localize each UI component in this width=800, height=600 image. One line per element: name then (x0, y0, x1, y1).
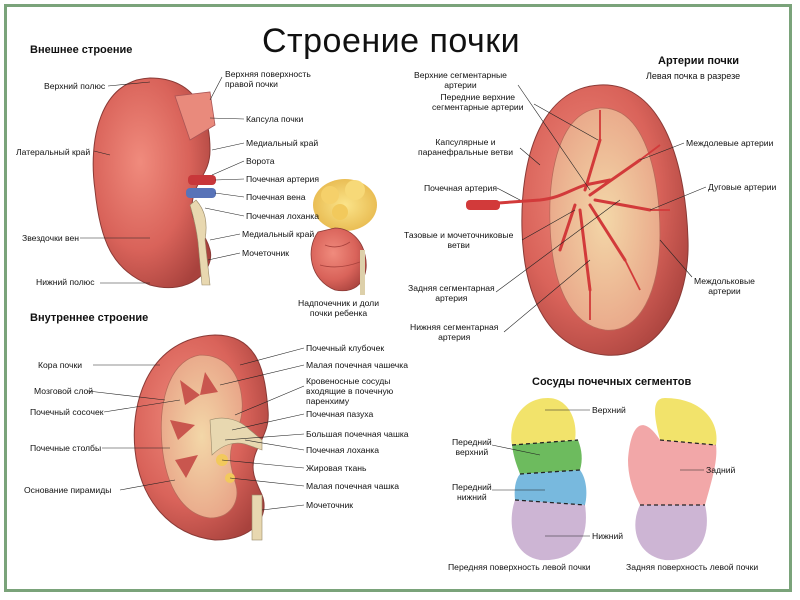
label-pelvis: Почечная лоханка (246, 211, 320, 221)
label-minor-calyx-top: Малая почечная чашечка (306, 360, 408, 370)
caption-front-surface: Передняя поверхность левой почки (448, 562, 591, 572)
arteries-kidney (466, 84, 689, 356)
label-cortex: Кора почки (38, 360, 83, 370)
label-upper-segmental: Верхние сегментарные артерии (414, 70, 507, 90)
renal-artery-shape (188, 175, 216, 185)
label-segment-anterior-lower: Передний нижний (452, 482, 492, 502)
label-minor-calyx-bottom: Малая почечная чашка (306, 481, 400, 491)
label-medulla: Мозговой слой (34, 386, 94, 396)
label-capsule: Капсула почки (246, 114, 304, 124)
child-kidney (310, 179, 377, 295)
external-kidney (92, 77, 216, 289)
label-vessels: Кровеносные сосуды входящие в почечную п… (306, 376, 394, 406)
label-capsular: Капсулярные и паранефральные ветви (418, 137, 513, 157)
leader-lines (80, 76, 707, 537)
label-papilla: Почечный сосочек (30, 407, 104, 417)
label-glomerulus: Почечный клубочек (306, 343, 385, 353)
label-artery-renal: Почечная артерия (424, 183, 498, 193)
section-arteries-title: Артерии почки (658, 55, 740, 67)
label-columns: Почечные столбы (30, 443, 102, 453)
internal-kidney (133, 334, 269, 541)
section-arteries-subtitle: Левая почка в разрезе (646, 71, 741, 81)
label-lower-pole: Нижний полюс (36, 277, 95, 287)
label-internal-pelvis: Почечная лоханка (306, 445, 380, 455)
label-renal-vein: Почечная вена (246, 192, 306, 202)
label-lower-segmental: Нижняя сегментарная артерия (410, 322, 499, 342)
page-title: Строение почки (262, 22, 521, 60)
label-pyramid-base: Основание пирамиды (24, 485, 112, 495)
segments-front-kidney (511, 398, 587, 561)
section-internal-title: Внутреннее строение (30, 312, 149, 324)
label-interlobar: Междолевые артерии (686, 138, 774, 148)
label-upper-surface: Верхняя поверхность правой почки (225, 69, 311, 89)
label-renal-artery: Почечная артерия (246, 174, 320, 184)
renal-vein-shape (186, 188, 216, 198)
label-hilum: Ворота (246, 156, 275, 166)
label-internal-ureter: Мочеточник (306, 500, 354, 510)
label-ureter: Мочеточник (242, 248, 290, 258)
label-segment-upper: Верхний (592, 405, 626, 415)
section-segments-title: Сосуды почечных сегментов (532, 376, 692, 388)
label-pelvic-branches: Тазовые и мочеточниковые ветви (404, 230, 514, 250)
label-sinus: Почечная пазуха (306, 409, 374, 419)
label-major-calyx: Большая почечная чашка (306, 429, 409, 439)
label-arcuate: Дуговые артерии (708, 182, 777, 192)
segments-back-kidney (628, 398, 717, 561)
label-lateral-edge: Латеральный край (16, 147, 91, 157)
caption-back-surface: Задняя поверхность левой почки (626, 562, 759, 572)
label-posterior-segmental: Задняя сегментарная артерия (408, 283, 495, 303)
label-segment-anterior-upper: Передний верхний (452, 437, 492, 457)
label-medial-edge-top: Медиальный край (246, 138, 319, 148)
label-upper-pole: Верхний полюс (44, 81, 106, 91)
label-interlobular: Междольковые артерии (694, 276, 755, 296)
label-medial-edge-bottom: Медиальный край (242, 229, 315, 239)
label-segment-lower: Нижний (592, 531, 624, 541)
section-external-title: Внешнее строение (30, 44, 133, 56)
label-fat: Жировая ткань (306, 463, 367, 473)
label-segment-posterior: Задний (706, 465, 736, 475)
label-anterior-upper: Передние верхние сегментарные артерии (432, 92, 524, 112)
label-venous-stars: Звездочки вен (22, 233, 80, 243)
label-child-kidney: Надпочечник и доли почки ребенка (298, 298, 379, 318)
